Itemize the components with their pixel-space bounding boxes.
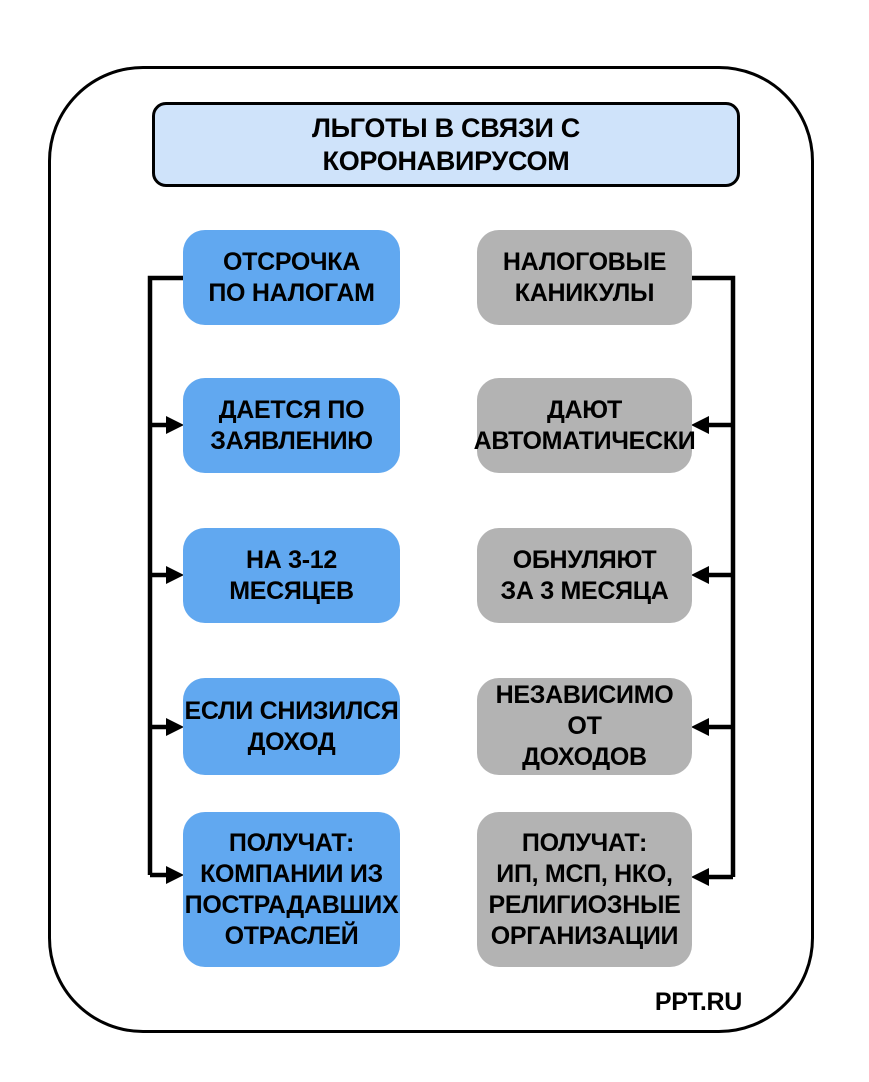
node-tax-deferral: ОТСРОЧКА ПО НАЛОГАМ xyxy=(183,230,400,325)
node-regardless-of-income: НЕЗАВИСИМО ОТ ДОХОДОВ xyxy=(477,678,692,775)
node-recipients-ip-msp-nko: ПОЛУЧАТ: ИП, МСП, НКО, РЕЛИГИОЗНЫЕ ОРГАН… xyxy=(477,812,692,967)
node-zeroed-for-3-months: ОБНУЛЯЮТ ЗА 3 МЕСЯЦА xyxy=(477,528,692,623)
node-given-by-application: ДАЕТСЯ ПО ЗАЯВЛЕНИЮ xyxy=(183,378,400,473)
diagram-title: ЛЬГОТЫ В СВЯЗИ С КОРОНАВИРУСОМ xyxy=(152,102,740,187)
node-tax-holidays: НАЛОГОВЫЕ КАНИКУЛЫ xyxy=(477,230,692,325)
ppt-ru-watermark: PPT.RU xyxy=(654,988,742,1016)
node-given-automatically: ДАЮТ АВТОМАТИЧЕСКИ xyxy=(474,378,696,473)
outer-rounded-frame xyxy=(48,66,814,1033)
node-if-income-dropped: ЕСЛИ СНИЗИЛСЯ ДОХОД xyxy=(183,678,400,775)
node-for-3-12-months: НА 3-12 МЕСЯЦЕВ xyxy=(183,528,400,623)
node-recipients-affected-industries: ПОЛУЧАТ: КОМПАНИИ ИЗ ПОСТРАДАВШИХ ОТРАСЛ… xyxy=(183,812,400,967)
